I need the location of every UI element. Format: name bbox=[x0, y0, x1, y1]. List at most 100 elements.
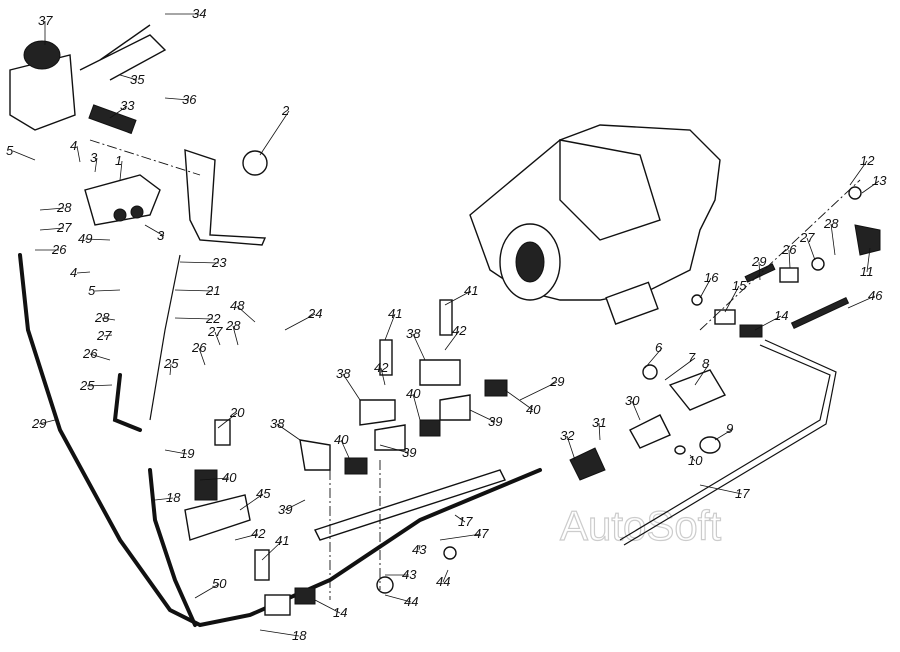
leader-line bbox=[119, 74, 138, 81]
part-number-label: 29 bbox=[751, 254, 766, 269]
leader-line bbox=[519, 381, 558, 401]
leader-line bbox=[714, 428, 734, 441]
part-number-label: 15 bbox=[732, 278, 747, 293]
part-number-label: 49 bbox=[78, 231, 92, 246]
leader-line bbox=[664, 357, 696, 381]
part-number-label: 18 bbox=[292, 628, 307, 643]
leader-line bbox=[214, 331, 221, 346]
part-number-label: 47 bbox=[474, 526, 489, 541]
part-number-label: 43 bbox=[402, 567, 417, 582]
leader-line bbox=[806, 237, 816, 261]
hose-29-left bbox=[18, 253, 542, 628]
pushrod-21 bbox=[149, 254, 181, 421]
leader-line bbox=[454, 514, 466, 523]
part-number-label: 38 bbox=[406, 326, 421, 341]
hose-18 bbox=[148, 468, 197, 627]
part-number-label: 12 bbox=[860, 153, 875, 168]
leader-line bbox=[694, 363, 710, 386]
part-number-label: 26 bbox=[781, 242, 797, 257]
part-number-label: 38 bbox=[336, 366, 351, 381]
leader-line bbox=[38, 419, 56, 425]
leader-line bbox=[830, 223, 836, 256]
leader-line bbox=[758, 261, 761, 281]
part-number-label: 39 bbox=[488, 414, 502, 429]
part-number-label: 36 bbox=[182, 92, 197, 107]
part-number-label: 3 bbox=[157, 228, 165, 243]
watermark: AutoSoft bbox=[560, 502, 721, 549]
part-number-label: 9 bbox=[726, 421, 733, 436]
part-number-label: 2 bbox=[281, 103, 290, 118]
hose-33 bbox=[88, 104, 137, 135]
part-number-label: 27 bbox=[207, 324, 223, 339]
leader-line bbox=[384, 594, 412, 603]
part-number-label: 28 bbox=[225, 318, 241, 333]
leader-line bbox=[631, 400, 641, 421]
leader-line bbox=[109, 105, 128, 119]
leader-line bbox=[849, 160, 868, 186]
part-number-label: 44 bbox=[436, 574, 450, 589]
part-number-label: 27 bbox=[799, 230, 815, 245]
leader-line bbox=[76, 271, 91, 274]
leader-line bbox=[412, 393, 421, 421]
part-number-label: 25 bbox=[163, 356, 179, 371]
part-number-label: 42 bbox=[374, 360, 389, 375]
leader-line bbox=[217, 412, 238, 429]
part-number-label: 42 bbox=[251, 526, 266, 541]
leader-line bbox=[284, 313, 316, 331]
part-number-label: 30 bbox=[625, 393, 640, 408]
part-number-label: 23 bbox=[211, 255, 227, 270]
part-number-label: 11 bbox=[860, 264, 874, 279]
part-number-label: 28 bbox=[56, 200, 72, 215]
part-number-label: 16 bbox=[704, 270, 719, 285]
leader-line bbox=[384, 313, 396, 341]
part-number-label: 38 bbox=[270, 416, 285, 431]
leader-line bbox=[412, 333, 426, 361]
leader-line bbox=[164, 97, 190, 101]
leader-line bbox=[442, 569, 449, 583]
leader-line bbox=[418, 544, 421, 551]
part-number-label: 41 bbox=[275, 533, 289, 548]
part-number-label: 5 bbox=[6, 143, 14, 158]
leader-line bbox=[699, 484, 743, 495]
leader-line bbox=[236, 305, 256, 323]
leader-line bbox=[788, 249, 791, 269]
leader-line bbox=[199, 477, 230, 481]
leader-line bbox=[644, 347, 663, 369]
part-number-label: 27 bbox=[96, 328, 112, 343]
leader-line bbox=[174, 289, 214, 292]
part-number-label: 26 bbox=[191, 340, 207, 355]
part-number-label: 34 bbox=[192, 6, 206, 21]
leader-line bbox=[439, 533, 482, 541]
leader-line bbox=[89, 353, 111, 361]
leader-line bbox=[239, 493, 264, 511]
part-number-label: 14 bbox=[774, 308, 788, 323]
part-number-label: 28 bbox=[94, 310, 110, 325]
nut-2 bbox=[242, 150, 268, 176]
part-number-label: 17 bbox=[735, 486, 750, 501]
leader-line bbox=[232, 325, 239, 346]
leader-line bbox=[699, 277, 712, 299]
part-number-label: 27 bbox=[56, 220, 72, 235]
bracket bbox=[79, 24, 167, 81]
part-number-label: 37 bbox=[38, 13, 53, 28]
part-number-label: 8 bbox=[702, 356, 710, 371]
part-number-label: 46 bbox=[868, 288, 883, 303]
leader-line bbox=[276, 423, 301, 441]
part-number-label: 25 bbox=[79, 378, 95, 393]
leader-line bbox=[566, 435, 576, 461]
part-number-label: 7 bbox=[688, 350, 696, 365]
part-number-label: 39 bbox=[278, 502, 292, 517]
part-number-label: 19 bbox=[180, 446, 194, 461]
part-number-label: 44 bbox=[404, 594, 418, 609]
gearbox-housing bbox=[469, 124, 721, 325]
leader-line bbox=[194, 583, 220, 599]
leader-line bbox=[261, 540, 283, 561]
leader-line bbox=[234, 533, 259, 541]
leader-line bbox=[12, 150, 36, 161]
leader-line bbox=[598, 422, 601, 441]
part-number-label: 24 bbox=[307, 306, 322, 321]
leader-line bbox=[469, 409, 496, 423]
